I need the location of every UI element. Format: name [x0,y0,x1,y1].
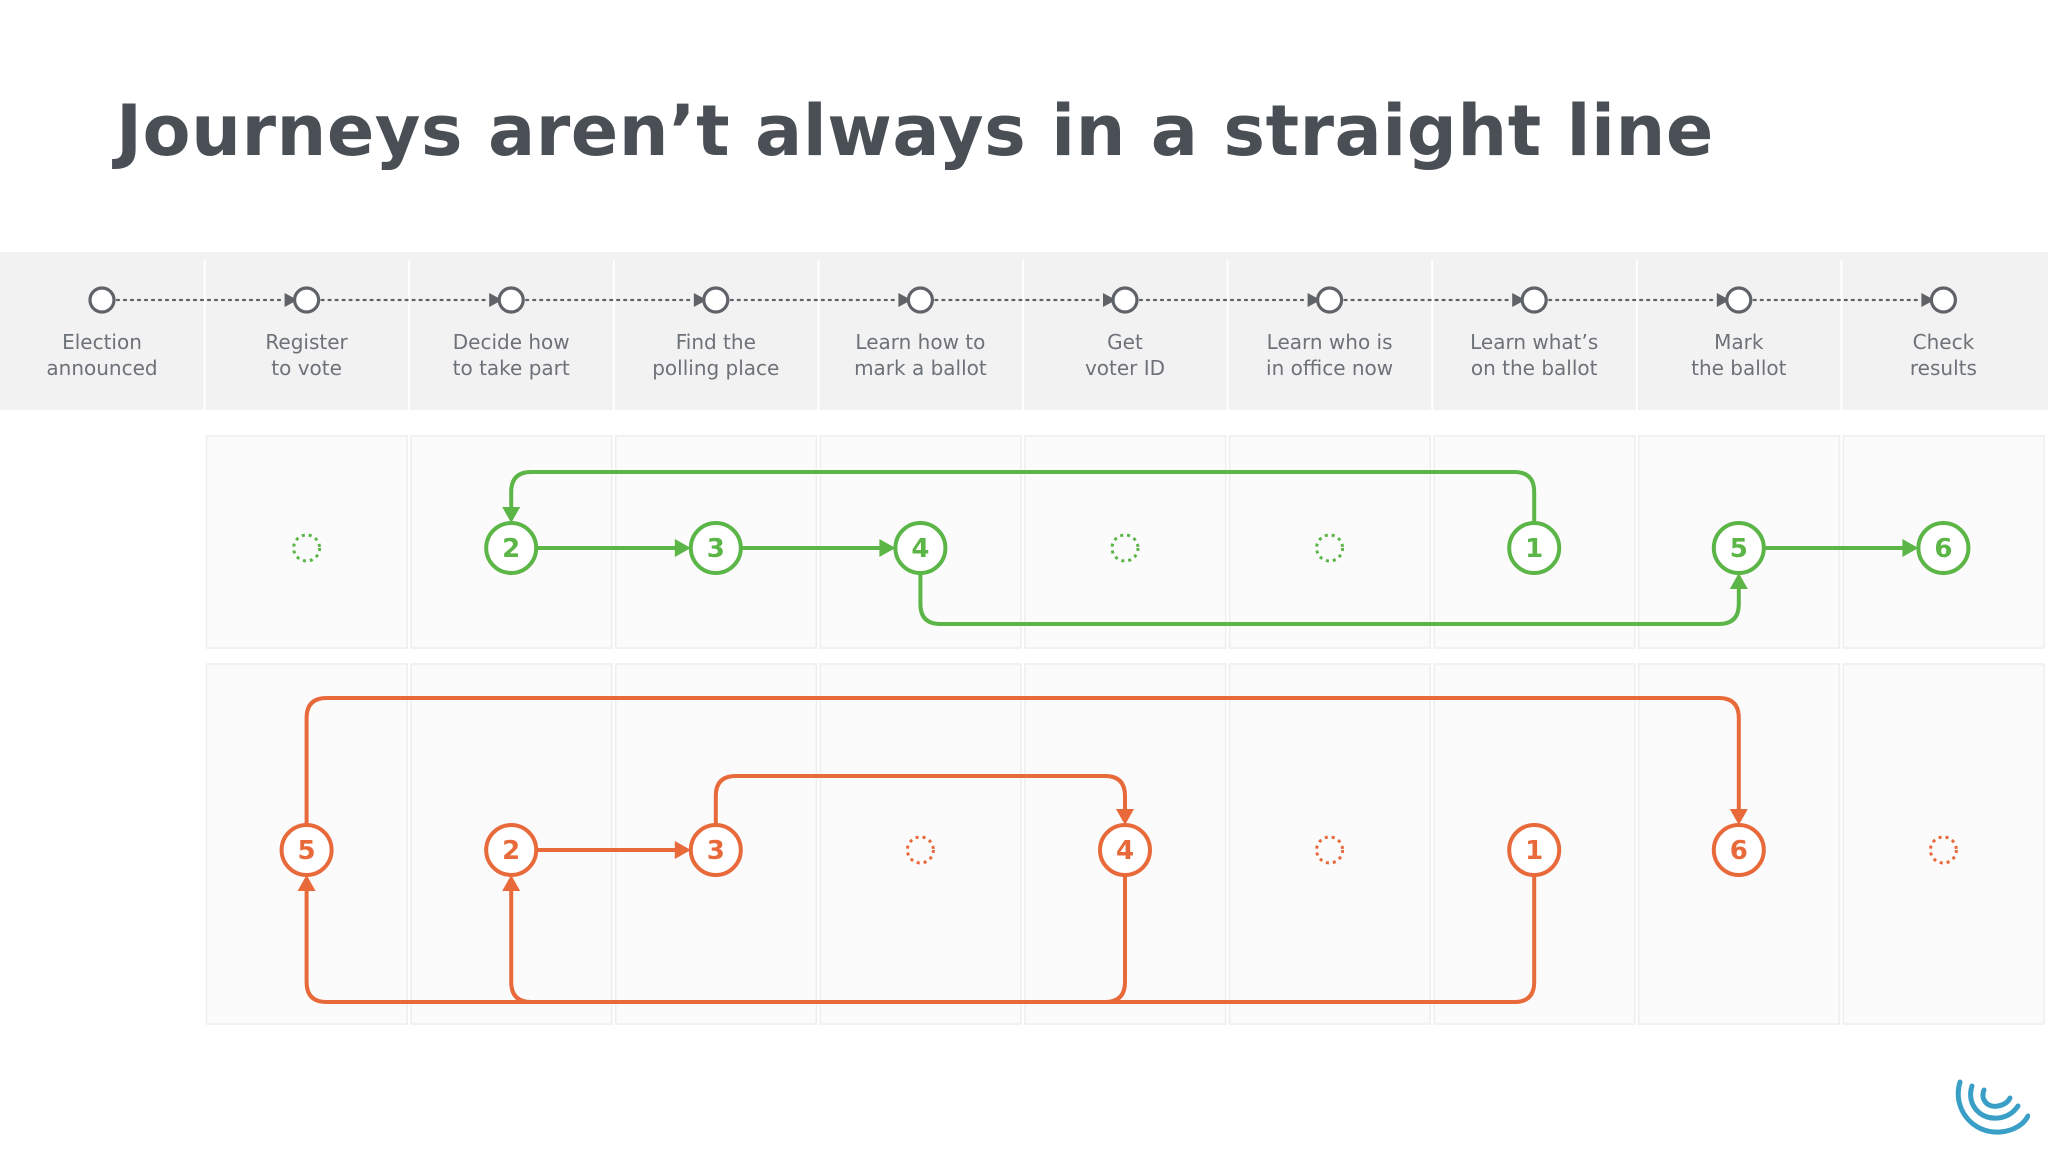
column-panel [1228,663,1431,1025]
step-number: 4 [911,534,929,564]
stage-label-line2: polling place [652,356,779,380]
journey-connector [713,774,1127,825]
dotted-circle-icon [1928,835,1958,865]
step-number: 3 [707,534,725,564]
connector-arrowhead [1729,573,1748,589]
logo-swirl-inner [1980,1087,2013,1109]
stage-arrowhead [1307,293,1321,307]
step-number: 3 [707,836,725,866]
connector-arrowhead [1902,539,1919,557]
step-number: 5 [298,836,316,866]
stage-label-line1: Get [1107,330,1143,354]
step-number: 1 [1525,534,1543,564]
dotted-circle-icon [905,835,935,865]
stage-marker [906,286,935,314]
step-node [1916,521,1971,575]
journey-nodes: 1 2 3 4 5 6 1 2 3 4 5 6 [279,521,1971,877]
connector-arrowhead [1116,809,1134,825]
step-node [1507,823,1562,877]
step-node [1711,823,1766,877]
journey-connector [304,696,1741,825]
stage-arrowhead [284,293,298,307]
journey-connector [304,875,1127,1004]
stage-label-line1: Election [62,330,142,354]
column-panel [1024,435,1227,649]
stage-label-line1: Learn who is [1267,330,1393,354]
step-node [688,823,743,877]
stage-arrowhead [1921,293,1935,307]
stage-marker [1520,286,1548,314]
logo-swirl-outer [1955,1079,2030,1135]
journey-connector [509,470,1537,523]
stage-label-line2: in office now [1266,356,1393,380]
connector-arrowhead [674,539,691,557]
connector-arrowhead [879,539,896,557]
logo-swirl-middle [1968,1083,2021,1121]
step-number: 6 [1934,534,1952,564]
stage-marker [1725,286,1753,314]
connector-arrowhead [674,841,691,859]
column-panel [819,663,1022,1025]
stage-label-line2: results [1910,356,1977,380]
step-node [279,823,334,877]
step-node [1711,521,1766,575]
journey-connectors [297,470,1919,1004]
dotted-circle-icon [1315,835,1345,865]
stage-marker [1315,286,1344,314]
step-number: 1 [1525,836,1543,866]
step-number: 2 [502,836,520,866]
stage-label-line1: Check [1913,330,1975,354]
stage-marker [702,286,730,314]
stage-label-line1: Mark [1714,330,1764,354]
connector-arrowhead [502,875,521,891]
dotted-circle-icon [1110,533,1140,563]
stage-label-line1: Decide how [453,330,570,354]
stage-marker [293,286,321,314]
stage-label-line1: Register [265,330,348,354]
stage-marker [88,286,116,314]
stage-arrowhead [693,293,707,307]
stage-label-line2: the ballot [1691,356,1786,380]
column-panel [205,435,408,649]
column-panel [1842,663,2045,1025]
step-number: 2 [502,534,520,564]
stage-arrowhead [1103,293,1116,307]
step-node [1098,823,1152,877]
step-number: 5 [1730,534,1748,564]
stage-label-line2: on the ballot [1471,356,1598,380]
stage-label-line2: announced [46,356,157,380]
page-title: Journeys aren’t always in a straight lin… [116,90,1714,172]
journey-connector [918,573,1741,626]
connector-arrowhead [297,875,316,891]
stage-label-line2: to take part [453,356,570,380]
stage-marker [1111,286,1139,314]
stage-label-line1: Find the [676,330,756,354]
column-panel [1228,435,1431,649]
step-node [893,521,948,575]
stage-label-line1: Learn what’s [1470,330,1598,354]
brand-logo [1955,1079,2030,1135]
stage-label-line2: mark a ballot [854,356,987,380]
stage-marker [1929,286,1958,314]
step-node [484,521,539,575]
connector-arrowhead [502,507,521,523]
stage-label-line1: Learn how to [855,330,985,354]
step-number: 4 [1116,836,1134,866]
stage-arrowhead [898,293,912,307]
dotted-circle-icon [1315,533,1345,563]
stage-label-line2: voter ID [1085,356,1165,380]
step-node [688,521,743,575]
connector-arrowhead [1729,809,1748,825]
stage-arrowhead [1512,293,1526,307]
step-number: 6 [1730,836,1748,866]
step-node [484,823,539,877]
dotted-circle-icon [292,533,322,563]
stage-arrowhead [489,293,503,307]
stage-arrowhead [1716,293,1730,307]
stage-marker [497,286,525,314]
step-node [1507,521,1562,575]
stage-label-line2: to vote [271,356,342,380]
